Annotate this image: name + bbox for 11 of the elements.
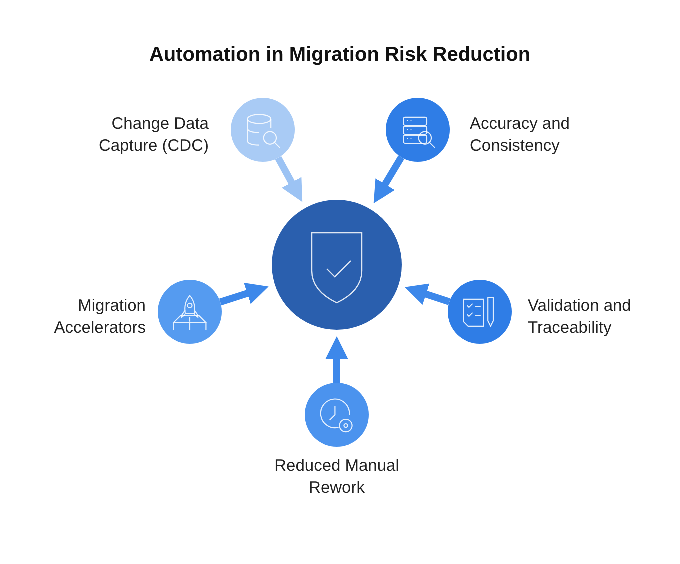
arrow [404,284,451,306]
arrow [374,156,405,204]
arrow [275,156,303,202]
arrow [326,336,348,383]
node-label: Accuracy and Consistency [470,114,571,157]
node-label: Migration Accelerators [53,296,146,339]
node-label: Change Data Capture (CDC) [98,114,209,157]
node-label: Reduced Manual Rework [274,456,400,499]
arrow [219,282,269,306]
node-label: Validation and Traceability [528,296,632,339]
diagram-title: Automation in Migration Risk Reduction [148,44,532,67]
